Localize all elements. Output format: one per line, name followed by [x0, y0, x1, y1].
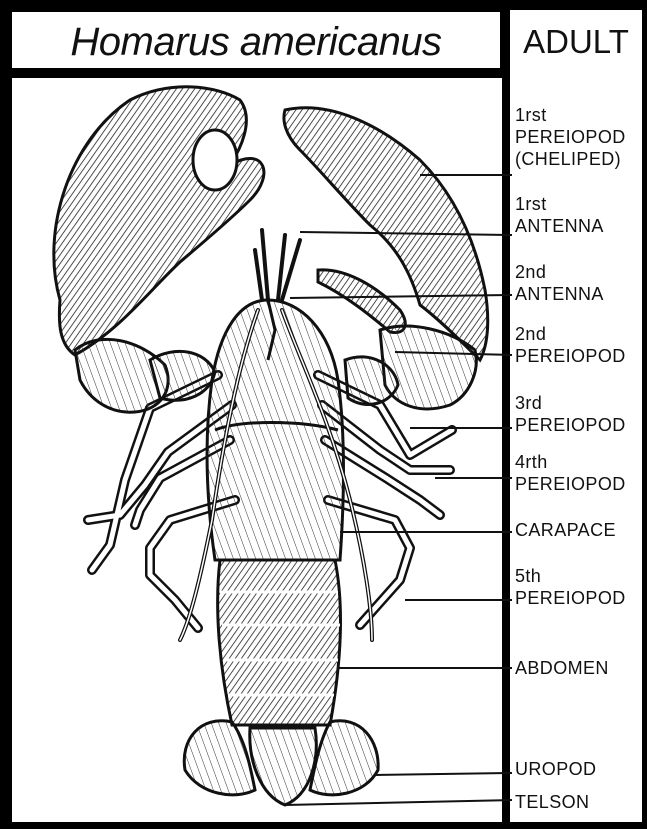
label-carapace: CARAPACE — [515, 519, 616, 541]
label-line: ANTENNA — [515, 215, 604, 237]
label-line: ANTENNA — [515, 283, 604, 305]
label-line: 4rth — [515, 451, 626, 473]
label-line: PEREIOPOD — [515, 345, 626, 367]
abdomen — [218, 560, 341, 725]
label-line: 2nd — [515, 323, 626, 345]
label-line: PEREIOPOD — [515, 414, 626, 436]
label-cheliped: 1rst PEREIOPOD (CHELIPED) — [515, 104, 626, 170]
tail-fan — [184, 721, 378, 805]
label-line: PEREIOPOD — [515, 126, 626, 148]
label-line: 2nd — [515, 261, 604, 283]
label-1st-antenna: 1rst ANTENNA — [515, 193, 604, 237]
label-line: 3rd — [515, 392, 626, 414]
label-5th-pereiopod: 5th PEREIOPOD — [515, 565, 626, 609]
label-line: PEREIOPOD — [515, 587, 626, 609]
label-line: ABDOMEN — [515, 657, 609, 679]
label-line: 1rst — [515, 193, 604, 215]
label-line: UROPOD — [515, 758, 596, 780]
label-4th-pereiopod: 4rth PEREIOPOD — [515, 451, 626, 495]
label-3rd-pereiopod: 3rd PEREIOPOD — [515, 392, 626, 436]
label-line: PEREIOPOD — [515, 473, 626, 495]
label-line: CARAPACE — [515, 519, 616, 541]
label-line: 5th — [515, 565, 626, 587]
label-abdomen: ABDOMEN — [515, 657, 609, 679]
label-telson: TELSON — [515, 791, 589, 813]
label-line: TELSON — [515, 791, 589, 813]
label-line: (CHELIPED) — [515, 148, 626, 170]
label-line: 1rst — [515, 104, 626, 126]
label-uropod: UROPOD — [515, 758, 596, 780]
label-2nd-pereiopod: 2nd PEREIOPOD — [515, 323, 626, 367]
label-2nd-antenna: 2nd ANTENNA — [515, 261, 604, 305]
